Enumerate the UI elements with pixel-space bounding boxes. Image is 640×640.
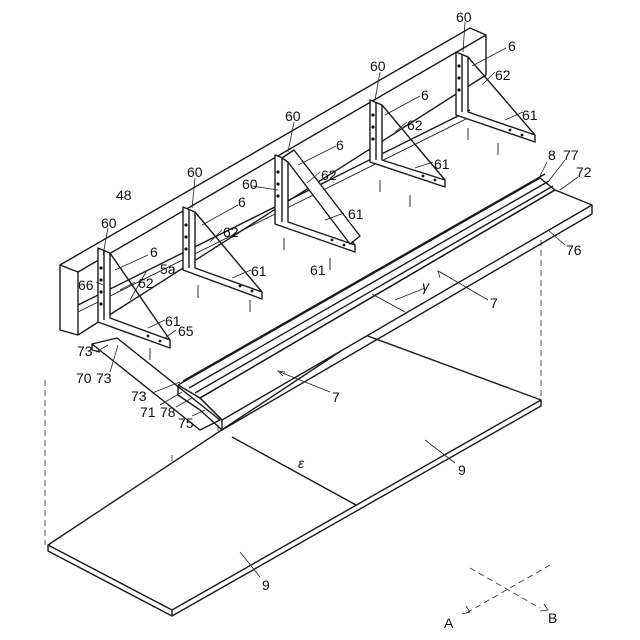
label-61: 61 xyxy=(522,107,538,123)
label-9: 9 xyxy=(262,577,270,593)
label-48: 48 xyxy=(116,187,132,203)
label-62: 62 xyxy=(495,67,511,83)
label-61: 61 xyxy=(310,262,326,278)
label-66: 66 xyxy=(78,277,94,293)
label-5a: 5a xyxy=(160,261,176,277)
label-60: 60 xyxy=(101,215,117,231)
label-9: 9 xyxy=(458,462,466,478)
label-7: 7 xyxy=(332,389,340,405)
label-6: 6 xyxy=(238,194,246,210)
label-7: 7 xyxy=(490,295,498,311)
label-73: 73 xyxy=(77,343,93,359)
label-70: 70 xyxy=(76,370,92,386)
label-60: 60 xyxy=(370,58,386,74)
label-65: 65 xyxy=(178,323,194,339)
label-6: 6 xyxy=(150,244,158,260)
direction-indicator xyxy=(462,565,550,614)
label-gamma: γ xyxy=(422,278,430,294)
label-62: 62 xyxy=(407,117,423,133)
label-62: 62 xyxy=(321,167,337,183)
label-78: 78 xyxy=(160,404,176,420)
label-62: 62 xyxy=(138,275,154,291)
label-72: 72 xyxy=(576,164,592,180)
label-6: 6 xyxy=(421,87,429,103)
label-75: 75 xyxy=(178,415,194,431)
label-61: 61 xyxy=(434,156,450,172)
label-73: 73 xyxy=(131,388,147,404)
label-B: B xyxy=(548,610,557,626)
label-76: 76 xyxy=(566,242,582,258)
label-6: 6 xyxy=(508,38,516,54)
label-8: 8 xyxy=(548,147,556,163)
label-77: 77 xyxy=(563,147,579,163)
label-71: 71 xyxy=(140,404,156,420)
label-60: 60 xyxy=(456,9,472,25)
label-60: 60 xyxy=(242,176,258,192)
label-epsilon: ε xyxy=(298,455,305,471)
label-61: 61 xyxy=(348,206,364,222)
label-73: 73 xyxy=(96,370,112,386)
label-61: 61 xyxy=(251,263,267,279)
label-62: 62 xyxy=(223,224,239,240)
label-6: 6 xyxy=(336,137,344,153)
label-A: A xyxy=(444,615,454,631)
label-60: 60 xyxy=(285,108,301,124)
label-60: 60 xyxy=(187,164,203,180)
